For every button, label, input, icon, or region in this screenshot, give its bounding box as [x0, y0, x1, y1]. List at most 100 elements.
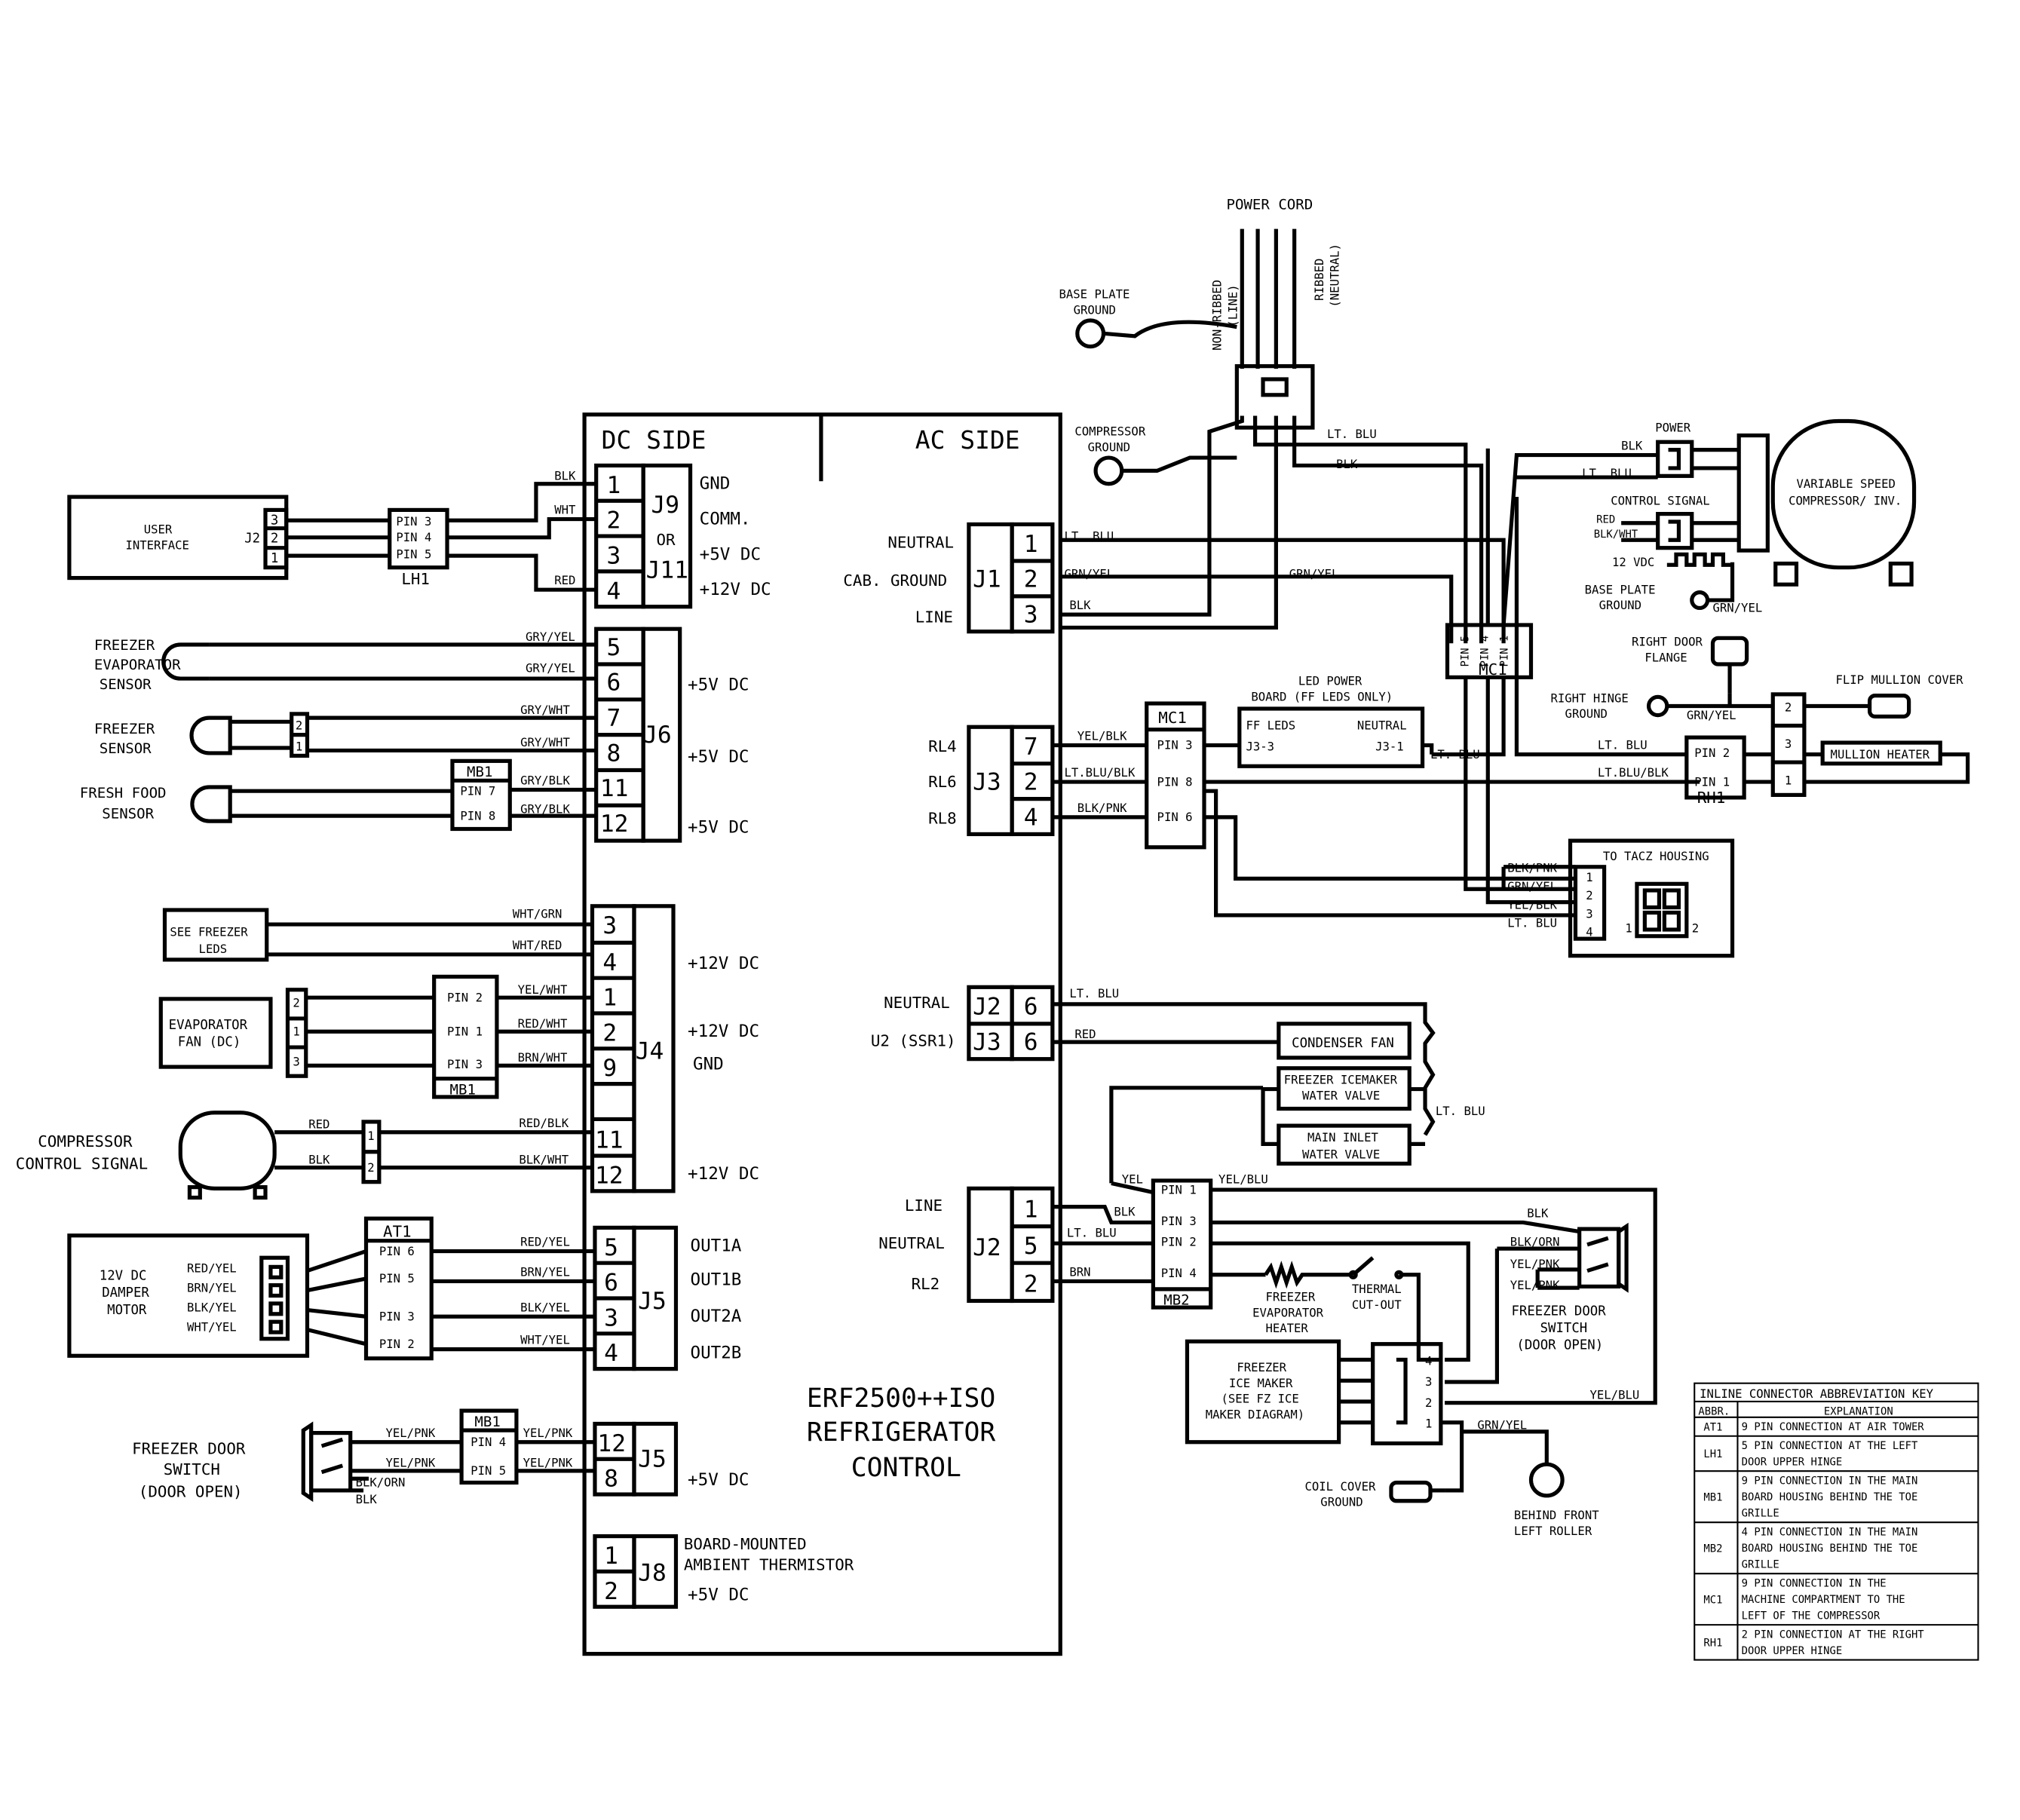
fz-sensor-2: SENSOR [100, 740, 152, 757]
j8-connector: 1 2 J8 BOARD-MOUNTED AMBIENT THERMISTOR … [593, 1534, 854, 1609]
key-row-text: DOOR UPPER HINGE [1742, 1645, 1843, 1657]
mull-pin-3: 3 [1785, 737, 1792, 751]
j3-rl4: RL4 [928, 737, 957, 755]
j11-name: J11 [646, 557, 688, 584]
user-interface-group: USER INTERFACE J2 3 2 1 PIN 3 PIN 4 PIN … [67, 470, 596, 592]
j2j3-connector: J2 J3 6 6 NEUTRAL U2 (SSR1) LT. BLU RED [871, 985, 1119, 1062]
key-row-abbr: MB1 [1703, 1491, 1722, 1503]
wire-j6-11: GRY/BLK [520, 774, 570, 788]
fz-evap-sensor-3: SENSOR [100, 676, 152, 693]
j8-label-3: +5V DC [688, 1586, 749, 1605]
main-inlet-1: MAIN INLET [1307, 1131, 1378, 1144]
thermal-cutout-2: CUT-OUT [1352, 1298, 1402, 1312]
j5-pin-5: 5 [604, 1234, 618, 1261]
j5b-pin-8: 8 [604, 1466, 618, 1493]
rhg-1: RIGHT HINGE [1551, 691, 1629, 705]
dc-side-label: DC SIDE [602, 425, 707, 455]
rh1-pin-2: PIN 2 [1694, 746, 1730, 760]
key-row-abbr: LH1 [1703, 1448, 1722, 1460]
mb2-pin-3: PIN 3 [1161, 1215, 1197, 1228]
j4-pin-11: 11 [595, 1127, 624, 1154]
left-door-switch-group: FREEZER DOOR SWITCH (DOOR OPEN) MB1 PIN … [132, 1408, 595, 1506]
fz-evap-heater-1: FREEZER [1265, 1290, 1315, 1304]
j9-connector: 1 2 3 4 J9 OR J11 GND COMM. +5V DC +12V … [594, 463, 771, 609]
j5-connector: 5 6 3 4 J5 OUT1A OUT1B OUT2A OUT2B [593, 1225, 742, 1371]
mc1-group: PIN 5 PIN 4 PIN 1 MC1 POWER BLK LT. BLU … [1431, 418, 1917, 905]
fds-wire-2: YEL/PNK [386, 1457, 436, 1470]
key-row-text: 4 PIN CONNECTION IN THE MAIN [1742, 1527, 1918, 1539]
ribbed-1: RIBBED [1313, 259, 1326, 301]
base-plate-1: BASE PLATE [1059, 287, 1130, 301]
j1-pin-3: 3 [1024, 602, 1038, 629]
damper-2: DAMPER [102, 1285, 149, 1301]
im-grnyel: GRN/YEL [1477, 1418, 1527, 1432]
j4-devices: SEE FREEZER LEDS WHT/GRN WHT/RED EVAPORA… [16, 907, 593, 1200]
j6-label-3: +5V DC [688, 818, 749, 838]
j4-pin-9: 9 [602, 1055, 617, 1082]
j9-pin-4: 4 [607, 578, 621, 605]
tacz-wire-4: LT. BLU [1507, 917, 1557, 930]
wire-j4-12: BLK/WHT [519, 1153, 569, 1166]
damper-wire-4: WHT/YEL [187, 1320, 237, 1334]
ff-leds: FF LEDS [1246, 719, 1295, 733]
wire-j5b-8: YEL/PNK [523, 1457, 573, 1470]
wire-red-ui: RED [554, 574, 575, 587]
j9-pin-1: 1 [607, 472, 621, 499]
key-row-text: GRILLE [1742, 1559, 1779, 1571]
j2j3-pin-6a: 6 [1024, 994, 1038, 1021]
blk-right: BLK [1527, 1206, 1549, 1220]
mc1b-label: MC1 [1158, 709, 1187, 727]
rhg-2: GROUND [1565, 707, 1608, 721]
at1-pin-2: PIN 2 [379, 1337, 415, 1351]
key-row-text: 9 PIN CONNECTION IN THE MAIN [1742, 1475, 1918, 1488]
j3-connector: J3 7 2 4 RL4 RL6 RL8 YEL/BLK LT.BLU/BLK … [928, 725, 1136, 837]
j6-connector: 5 6 7 8 11 12 J6 +5V DC +5V DC +5V DC [594, 627, 749, 843]
fz-evap-heater-2: EVAPORATOR [1252, 1306, 1323, 1319]
j4-name: J4 [636, 1038, 664, 1065]
tacz-wire-3: YEL/BLK [1507, 898, 1557, 912]
j4-label-2: +12V DC [688, 1022, 759, 1041]
fdsr-wire-yelpnk1: YEL/PNK [1510, 1258, 1560, 1271]
j2b-wire-ltblu: LT. BLU [1067, 1226, 1117, 1239]
base-plate-2: GROUND [1074, 303, 1116, 317]
tacz-label: TO TACZ HOUSING [1603, 850, 1709, 863]
j1-wire-blk: BLK [1069, 599, 1091, 612]
wire-j4-2: RED/WHT [518, 1017, 568, 1031]
j5b-connector: 12 8 J5 +5V DC [593, 1421, 749, 1497]
power-cord-group: POWER CORD NON-RIBBED (LINE) RIBBED (NEU… [1059, 197, 1506, 644]
im-pin-1: 1 [1425, 1417, 1432, 1431]
j5-out2a: OUT2A [691, 1307, 742, 1326]
im-pin-2: 2 [1425, 1396, 1432, 1410]
j5-out1b: OUT1B [691, 1270, 742, 1290]
fds-right-1: FREEZER DOOR [1511, 1304, 1606, 1319]
key-row-text: BOARD HOUSING BEHIND THE TOE [1742, 1543, 1918, 1555]
j9-name: J9 [651, 492, 680, 519]
j1-wire-grnyel: GRN/YEL [1064, 568, 1114, 581]
fds-left-1: FREEZER DOOR [132, 1439, 246, 1457]
j2b-pin-2: 2 [1024, 1270, 1038, 1298]
non-ribbed-2: (LINE) [1226, 284, 1240, 326]
lh1-pin-5: PIN 5 [396, 548, 431, 562]
mb1-pin-7: PIN 7 [460, 784, 495, 798]
j4-label-1: +12V DC [688, 954, 759, 973]
fds-right-3: (DOOR OPEN) [1516, 1338, 1603, 1353]
tacz-conn-1: 1 [1625, 921, 1632, 935]
mb1-fds-pin-5: PIN 5 [471, 1464, 506, 1478]
cond-wire-red: RED [1074, 1028, 1096, 1041]
damper-wire-2: BRN/YEL [187, 1281, 237, 1295]
wire-wht-ui: WHT [554, 504, 576, 517]
wire-j5-6: BRN/YEL [520, 1266, 570, 1279]
j2b-pin-1: 1 [1024, 1196, 1038, 1223]
rh1-pin-1: PIN 1 [1694, 775, 1730, 789]
ff-sensor-2: SENSOR [102, 806, 154, 823]
mull-pin-2: 2 [1785, 700, 1792, 714]
power-label: POWER [1655, 421, 1691, 434]
evap-fan-1: EVAPORATOR [169, 1018, 248, 1033]
mc1-pin-1: PIN 1 [1498, 636, 1510, 667]
fan-pin-3: 3 [293, 1055, 299, 1068]
j4-label-3: GND [693, 1055, 724, 1074]
j6-pin-5: 5 [607, 634, 621, 661]
board-title-1: ERF2500++ISO [807, 1383, 995, 1414]
fds-right-2: SWITCH [1540, 1321, 1588, 1336]
cond-wire-ltblu: LT. BLU [1069, 987, 1119, 1000]
